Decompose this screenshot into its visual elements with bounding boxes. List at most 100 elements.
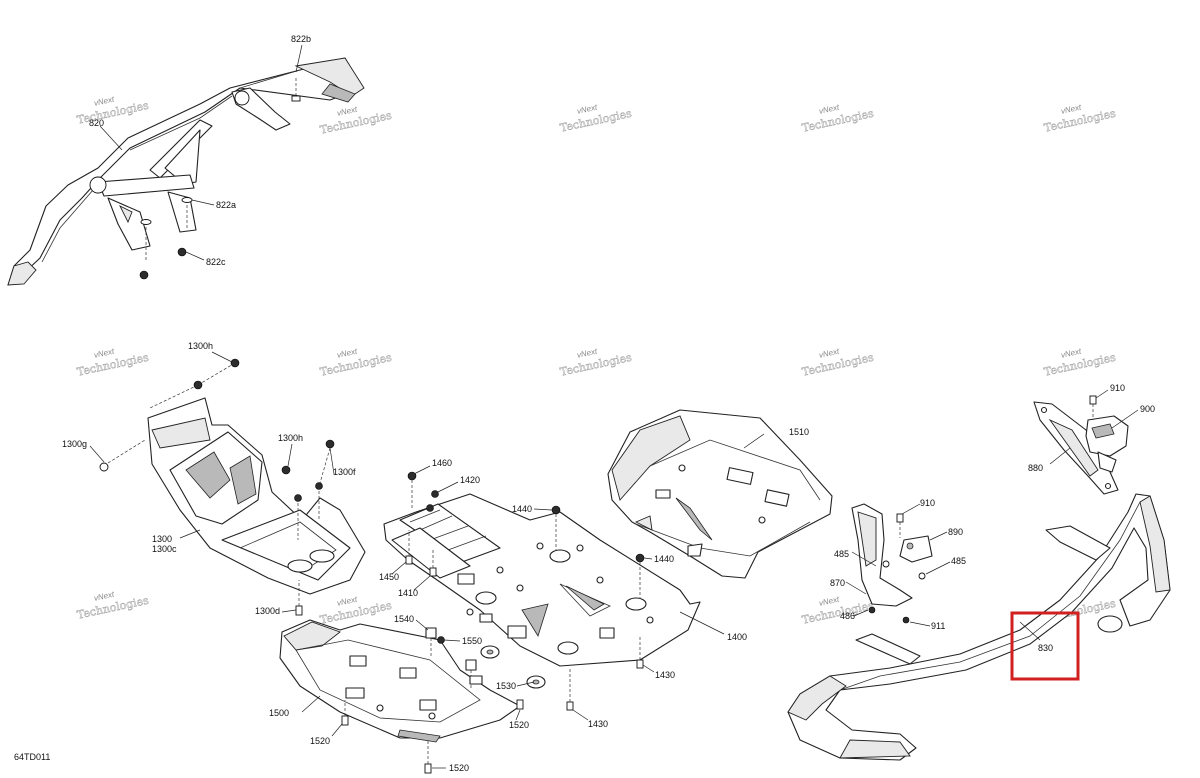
label-900: 900	[1140, 404, 1155, 414]
label-822b: 822b	[291, 34, 311, 44]
nut-1420	[431, 490, 439, 498]
bolt-822b	[291, 78, 301, 102]
svg-text:vNext: vNext	[336, 347, 359, 360]
bolt-485	[918, 572, 926, 580]
bumper-end-cap-left	[7, 261, 37, 286]
nut-1440	[635, 553, 645, 563]
bolt-1520	[341, 715, 349, 726]
bolt-910	[896, 513, 904, 523]
watermark: vNext Technologies	[559, 347, 634, 379]
nut-1300f	[325, 439, 335, 449]
watermark: vNext Technologies	[1043, 103, 1118, 135]
label-822c: 822c	[206, 257, 226, 267]
bolt-1410	[429, 567, 437, 577]
svg-text:vNext: vNext	[576, 103, 599, 116]
bolt-1450	[405, 555, 413, 565]
label-830: 830	[1038, 643, 1053, 653]
nut-1300h	[281, 465, 291, 475]
highlight-box-830[interactable]	[1010, 611, 1080, 681]
label-1520: 1520	[449, 763, 469, 773]
bolt-1430	[566, 701, 574, 711]
bolt-1430	[636, 659, 644, 669]
skid-plate-1510	[607, 409, 833, 579]
watermark: vNext Technologies	[319, 595, 394, 627]
label-911: 911	[931, 621, 945, 631]
rear-bumper-830	[787, 493, 1171, 761]
label-1300g: 1300g	[62, 439, 87, 449]
label-1300h: 1300h	[188, 341, 213, 351]
label-1410: 1410	[398, 588, 418, 598]
label-1520: 1520	[310, 736, 330, 746]
svg-text:vNext: vNext	[336, 595, 359, 608]
watermark: vNext Technologies	[559, 103, 634, 135]
bolt-485	[882, 560, 890, 568]
label-1510: 1510	[789, 427, 809, 437]
skid-plate-1500	[279, 619, 546, 774]
svg-text:vNext: vNext	[93, 590, 116, 603]
watermark: vNext Technologies	[319, 105, 394, 137]
bolt-1300d	[295, 605, 303, 616]
label-1520: 1520	[509, 720, 529, 730]
label-1460: 1460	[432, 458, 452, 468]
label-1300h: 1300h	[278, 433, 303, 443]
watermark: vNext Technologies	[801, 595, 876, 627]
skid-plate-1300	[89, 351, 366, 616]
front-bumper-assembly	[7, 44, 365, 286]
label-1450: 1450	[379, 572, 399, 582]
mount-block-900	[1085, 415, 1129, 457]
label-880: 880	[1028, 463, 1043, 473]
watermark: vNext Technologies	[319, 347, 394, 379]
label-1550: 1550	[462, 636, 482, 646]
label-820: 820	[89, 118, 104, 128]
nut-1460	[407, 471, 417, 481]
watermark: vNext Technologies	[1043, 347, 1118, 379]
label-910: 910	[920, 498, 935, 508]
rail-1410	[391, 527, 471, 579]
svg-text:vNext: vNext	[93, 95, 116, 108]
svg-text:vNext: vNext	[1060, 103, 1083, 116]
part-labels: 822b 820 822a 822c 1300h 1300g 1300h 130…	[14, 34, 1155, 773]
washer-1300g	[99, 462, 109, 472]
svg-text:vNext: vNext	[818, 347, 841, 360]
label-910: 910	[1110, 383, 1125, 393]
bolt-910	[1089, 395, 1097, 405]
nut-1440	[551, 505, 561, 515]
label-1500: 1500	[269, 708, 289, 718]
svg-text:vNext: vNext	[336, 105, 359, 118]
nut-1550	[437, 636, 445, 644]
crossbar	[1045, 525, 1111, 561]
lower-bar	[855, 633, 921, 665]
label-485: 485	[834, 549, 849, 559]
watermark: vNext Technologies	[76, 347, 151, 379]
label-1540: 1540	[394, 614, 414, 624]
watermark: vNext Technologies	[76, 95, 151, 127]
bumper-end-cap-top	[294, 57, 365, 97]
nut-1420	[426, 504, 434, 512]
bolt-1520	[516, 699, 524, 710]
svg-text:vNext: vNext	[1060, 347, 1083, 360]
label-822a: 822a	[216, 200, 236, 210]
watermark: vNext Technologies	[76, 590, 151, 622]
label-1430: 1430	[655, 670, 675, 680]
label-1440: 1440	[654, 554, 674, 564]
label-485: 485	[951, 556, 966, 566]
svg-text:vNext: vNext	[818, 103, 841, 116]
nut-822c	[177, 247, 187, 257]
label-870: 870	[830, 578, 845, 588]
diagram-code: 64TD011	[14, 752, 50, 762]
bolt-1520	[424, 763, 432, 774]
mount-890	[899, 535, 933, 563]
label-1400: 1400	[727, 632, 747, 642]
label-1530: 1530	[496, 681, 516, 691]
bolt-822a-2	[140, 219, 152, 262]
bolt-822a	[181, 197, 193, 230]
svg-text:vNext: vNext	[93, 347, 116, 360]
label-1420: 1420	[460, 475, 480, 485]
center-skid-plate	[383, 465, 725, 721]
watermark: vNext Technologies	[801, 347, 876, 379]
rear-bumper-assembly	[787, 389, 1171, 761]
label-1300f: 1300f	[333, 467, 356, 477]
nut-486	[868, 606, 876, 614]
svg-text:vNext: vNext	[818, 595, 841, 608]
